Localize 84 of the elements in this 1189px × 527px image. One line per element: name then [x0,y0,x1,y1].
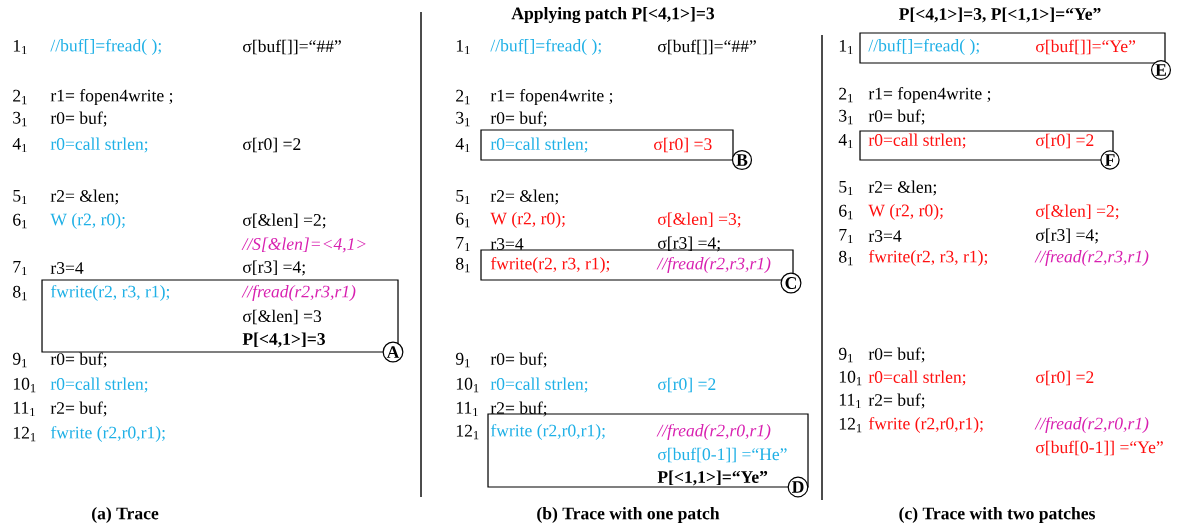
line-number: 2$_{1}$ [13,89,27,105]
code-line: fwrite(r2, r3, r1); [868,249,988,267]
annotation: //fread(r2,r3,r1) [1034,249,1149,267]
code-line: fwrite (r2,r0,r1); [50,425,165,443]
annotation: σ[&len] =2; [1036,204,1119,220]
code-line: fwrite (r2,r0,r1); [868,416,983,434]
code-line: r0= buf; [50,111,107,127]
circled-letter: A [382,341,404,363]
annotation: σ[r3] =4; [1036,228,1098,244]
code-line: r3=4 [868,230,902,242]
line-number: 8$_{1}$ [839,250,853,266]
line-number: 4$_{1}$ [12,137,27,153]
code-line: r0=call strlen; [50,377,148,393]
line-number: 5$_{1}$ [839,180,853,196]
circled-letter: B [731,149,753,171]
code-line: r0= buf; [868,347,925,363]
annotation: σ[buf[]]=“##” [243,39,341,55]
line-number: 6$_{1}$ [13,213,27,229]
code-line: r1= fopen4write ; [50,88,173,106]
line-number: 11$_{1}$ [456,401,478,417]
line-number: 7$_{1}$ [456,236,470,252]
line-number: 10$_{1}$ [839,370,862,386]
annotation: σ[&len] =2; [243,213,326,229]
annotation: σ[buf[]]=“##” [658,39,756,55]
code-line: r2= buf; [50,401,107,417]
line-number: 8$_{1}$ [13,285,27,301]
line-number: 10$_{1}$ [13,377,36,393]
code-line: r0=call strlen; [50,137,148,153]
annotation: σ[buf[0-1]] =“Ye” [1036,440,1163,456]
line-number: 3$_{1}$ [13,111,27,127]
circled-letter: D [787,476,809,498]
code-line: r2= &len; [868,180,936,196]
subfigure-caption: (b) Trace with one patch [537,507,720,523]
line-number: 7$_{1}$ [13,260,27,276]
line-number: 6$_{1}$ [456,212,470,228]
line-number: 10$_{1}$ [456,377,479,393]
subfigure-caption: (c) Trace with two patches [899,507,1095,523]
code-line: r2= &len; [490,189,558,205]
line-number: 1$_{1}$ [456,39,470,55]
line-number: 9$_{1}$ [455,352,470,368]
code-line: r0= buf; [50,352,107,368]
line-number: 3$_{1}$ [456,111,470,127]
code-line: r3=4 [490,238,524,250]
panel-title: Applying patch P[<4,1>]=3 [511,6,715,24]
code-line: W (r2, r0); [50,213,125,229]
circled-letter: E [1150,59,1172,81]
circled-letter: C [780,272,802,294]
subfigure-caption: (a) Trace [92,507,159,523]
highlight-box: r0=call strlen; σ[r0] =3 [480,129,734,161]
circled-letter: F [1100,150,1120,170]
line-number: 11$_{1}$ [13,401,35,417]
annotation: σ[r0] =2 [243,137,301,153]
code-line: r1= fopen4write ; [490,88,613,106]
line-number: 1$_{1}$ [13,39,27,55]
annotation: σ[&len] =3; [658,212,741,228]
line-number: 6$_{1}$ [839,204,853,220]
line-number: 3$_{1}$ [839,109,853,125]
code-line: r2= &len; [50,189,118,205]
code-line: r0=call strlen; [868,370,966,386]
code-line: r0= buf; [868,109,925,125]
code-line: W (r2, r0); [868,204,943,220]
line-number: 12$_{1}$ [839,417,862,433]
annotation: σ[r3] =4; [658,236,720,252]
annotation: σ[r0] =2 [1036,370,1094,386]
code-line: r1= fopen4write ; [868,86,991,104]
line-number: 5$_{1}$ [456,189,470,205]
highlight-box: //buf[]=fread( ); σ[buf[]]=“Ye” [859,32,1166,64]
code-line: r2= buf; [868,393,925,409]
code-line: r0= buf; [490,352,547,368]
line-number: 9$_{1}$ [12,352,27,368]
code-line: W (r2, r0); [490,212,565,228]
line-number: 7$_{1}$ [839,228,853,244]
line-number: 2$_{1}$ [839,87,853,103]
annotation: σ[r0] =2 [658,377,716,393]
line-number: 12$_{1}$ [13,426,36,442]
line-number: 9$_{1}$ [838,347,853,363]
line-number: 11$_{1}$ [839,393,861,409]
annotation: //fread(r2,r0,r1) [1034,416,1149,434]
annotation: //S[&len]=<4,1> [241,237,366,253]
code-line: //buf[]=fread( ); [490,38,601,56]
line-number: 5$_{1}$ [13,189,27,205]
code-line: r0=call strlen; [490,377,588,393]
code-line: //buf[]=fread( ); [50,38,161,56]
line-number: 2$_{1}$ [456,89,470,105]
